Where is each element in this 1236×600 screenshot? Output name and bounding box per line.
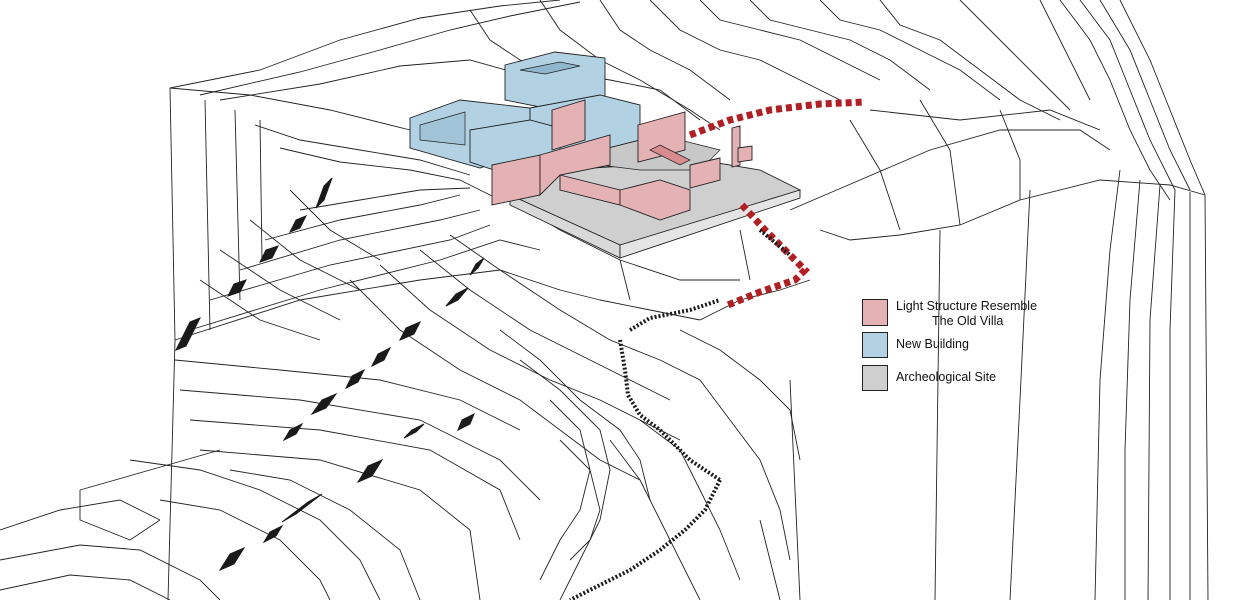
stair-runs <box>569 228 792 600</box>
legend-label-line1: Light Structure Resemble <box>896 299 1038 313</box>
legend-label-new-building: New Building <box>896 337 969 351</box>
legend-item-archeological-site: Archeological Site <box>862 363 1162 397</box>
path-markers <box>688 98 866 309</box>
legend-label-archeological-site: Archeological Site <box>896 370 997 384</box>
stairs <box>174 177 485 572</box>
light-structure <box>491 99 753 221</box>
legend-swatch-archeological-site <box>862 365 888 391</box>
legend-swatch-new-building <box>862 332 888 358</box>
terrain-contours <box>169 0 1206 201</box>
legend-label-light-structure: Light Structure Resemble The Old Villa <box>896 299 1037 329</box>
legend-item-new-building: New Building <box>862 330 1162 363</box>
cliff-faces <box>789 99 1209 600</box>
terraces <box>0 187 811 600</box>
legend-label-line2: The Old Villa <box>932 314 1004 328</box>
left-cliff <box>167 87 501 600</box>
legend: Light Structure Resemble The Old Villa N… <box>862 297 1162 397</box>
legend-item-light-structure: Light Structure Resemble The Old Villa <box>862 297 1162 330</box>
legend-swatch-light-structure <box>862 299 888 326</box>
